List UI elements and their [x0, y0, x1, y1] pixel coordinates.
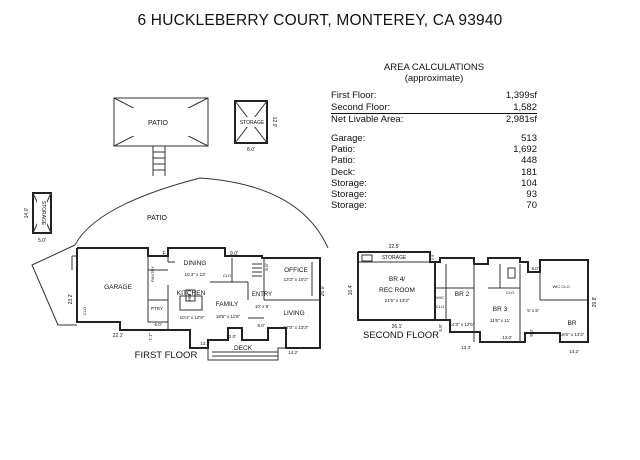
fireplace: F	[162, 251, 165, 257]
dim-12: 12.0'	[226, 334, 236, 339]
clo-label: CLO	[223, 273, 231, 278]
area-row-storage-2: Storage:93	[331, 189, 537, 201]
area-row-storage-3: Storage:70	[331, 200, 537, 212]
dim-8: 8.0'	[257, 323, 264, 328]
ref-label: REF	[188, 294, 192, 301]
sf-dim-8a: 8.0'	[531, 266, 538, 271]
family-dim: 18'6" x 11'6"	[216, 314, 241, 319]
sf-br-dim: 16'6" x 13'3"	[560, 332, 585, 337]
sf-wic: WIC	[436, 295, 444, 300]
living-label: LIVING	[283, 310, 304, 317]
dim-142: 14.2'	[288, 350, 298, 355]
patio-upper-label: PATIO	[148, 120, 169, 127]
deck-label: DECK	[234, 345, 253, 352]
office-label: OFFICE	[284, 267, 308, 274]
storage-top-height: 12.0'	[271, 117, 277, 128]
sf-br2: BR 2	[455, 291, 470, 298]
entry-dim: 10' x 8'	[255, 304, 269, 309]
sf-dim-225: 22.5'	[389, 244, 400, 250]
garage-height: 23.2'	[68, 294, 74, 305]
kitchen-dim: 10'4" x 12'9"	[180, 315, 205, 320]
storage-left-label: STORAGE	[40, 201, 46, 226]
first-floor-label: FIRST FLOOR	[135, 350, 198, 361]
sf-dim-133: 13.3'	[461, 345, 471, 350]
dim-133: 13.3'	[200, 341, 210, 346]
dim-9: 9.0'	[230, 251, 238, 257]
sf-clo-b: CLO	[506, 290, 514, 295]
area-row-patio-1: Patio:1,692	[331, 144, 537, 156]
dining-dim: 10.3" x 13'	[185, 272, 206, 277]
second-floor-labels: STORAGE 22.5' 2.5' BR 4/ REC ROOM 21'5" …	[348, 244, 598, 354]
storage-left: STORAGE 5.0' 14.0'	[24, 192, 52, 244]
sf-dim-164: 16.4'	[348, 285, 354, 296]
sf-dim-261: 26.1'	[392, 324, 403, 330]
sf-dim-12: 12.0'	[502, 335, 512, 340]
storage-left-width: 5.0'	[38, 238, 46, 244]
area-heading: AREA CALCULATIONS	[383, 62, 485, 73]
sf-dim-8b: 8.0'	[529, 329, 534, 336]
storage-top-label: STORAGE	[240, 120, 265, 126]
area-row-first-floor: First Floor:1,399sf	[331, 90, 537, 102]
dim-26: 26.0'	[320, 286, 326, 297]
patio-lower: PATIO	[31, 177, 329, 326]
sf-rec-dim: 21'5" x 13'3"	[385, 298, 410, 303]
sf-br2-dim: 14'3" x 12'5"	[450, 322, 475, 327]
second-floor-walls	[357, 251, 589, 343]
sf-wic-clo: WIC CLO	[552, 284, 569, 289]
sf-dim-5x8: 5' x 8'	[527, 308, 539, 313]
garage-clo: CLO	[82, 307, 87, 315]
patio-lower-label: PATIO	[147, 215, 168, 222]
dining-label: DINING	[184, 260, 207, 267]
ptry-label: PTRY	[151, 306, 163, 311]
sf-br: BR	[567, 320, 576, 327]
area-calculations: AREA CALCULATIONS (approximate) First Fl…	[331, 62, 537, 211]
page-title: 6 HUCKLEBERRY COURT, MONTEREY, CA 93940	[137, 12, 503, 29]
area-row-second-floor: Second Floor:1,582	[331, 101, 537, 114]
sf-rec-room: REC ROOM	[379, 287, 415, 294]
storage-top-width: 8.0'	[247, 147, 255, 153]
patio-upper: PATIO	[113, 97, 209, 147]
second-floor-label: SECOND FLOOR	[363, 330, 439, 341]
garage-width: 22.1'	[113, 333, 124, 339]
area-row-net-livable: Net Livable Area:2,981sf	[331, 113, 537, 125]
sf-clo-a: CLO	[436, 304, 444, 309]
sf-br3: BR 3	[493, 306, 508, 313]
dim-6: 6.0'	[154, 322, 161, 327]
living-dim: 17'0" x 13'3"	[284, 325, 309, 330]
sf-br3-dim: 11'6" x 11'	[490, 318, 510, 323]
area-subheading: (approximate)	[404, 73, 464, 85]
area-row-deck: Deck:181	[331, 166, 537, 178]
dim-77: 7.7'	[148, 333, 153, 340]
sf-br4: BR 4/	[389, 276, 405, 283]
sf-dim-25: 2.5'	[430, 254, 435, 261]
sf-dim-298: 29.8'	[592, 297, 598, 308]
family-label: FAMILY	[216, 301, 239, 308]
sf-dim-58: 5.8'	[438, 324, 443, 331]
dim-6b: 6.0'	[264, 263, 269, 270]
sf-dim-142: 14.2'	[569, 349, 579, 354]
kitchen-label: KITCHEN	[177, 290, 206, 297]
deck	[207, 347, 286, 361]
first-floor-walls	[71, 247, 321, 349]
patio-steps	[152, 146, 166, 176]
garage-label: GARAGE	[104, 284, 132, 291]
area-row-patio-2: Patio:448	[331, 155, 537, 167]
storage-left-height: 14.0'	[24, 208, 30, 219]
sf-storage: STORAGE	[382, 255, 407, 261]
pantry-label: PANTRY	[150, 266, 155, 282]
storage-top: STORAGE 8.0' 12.0'	[234, 100, 277, 153]
entry-label: ENTRY	[252, 292, 272, 298]
office-dim: 13'3" x 10'2"	[284, 277, 309, 282]
first-floor-labels: GARAGE 22.1' 23.2' CLO F DINING 10.3" x …	[68, 251, 326, 355]
area-row-storage-1: Storage:104	[331, 177, 537, 189]
area-row-garage: Garage:513	[331, 133, 537, 145]
